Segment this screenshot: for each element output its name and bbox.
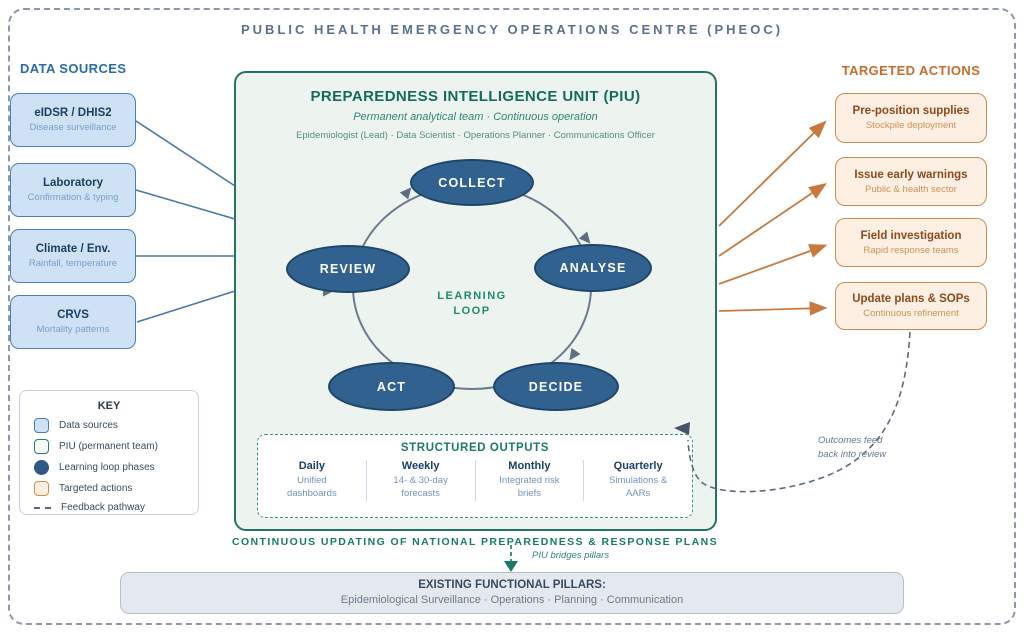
structured-outputs-columns: Daily Unified dashboards Weekly 14- & 30… [258,460,692,501]
phase-label: ACT [376,379,407,394]
output-column-weekly: Weekly 14- & 30-day forecasts [365,460,475,501]
output-period: Monthly [508,460,551,472]
data-source-title: CRVS [57,309,89,321]
phase-label: DECIDE [528,379,584,394]
action-preposition-supplies: Pre-position supplies Stockpile deployme… [835,93,987,143]
learning-loop-label-line1: LEARNING [437,290,507,302]
action-subtitle: Rapid response teams [863,244,959,256]
output-desc: Integrated risk briefs [499,475,560,499]
data-source-climate: Climate / Env. Rainfall, temperature [10,229,136,283]
action-subtitle: Continuous refinement [863,308,959,319]
phase-label: COLLECT [438,175,506,190]
piu-subtitle: Permanent analytical team · Continuous o… [353,111,598,123]
piu-title: PREPAREDNESS INTELLIGENCE UNIT (PIU) [310,88,641,105]
output-desc: Unified dashboards [287,475,337,499]
output-period: Daily [298,460,326,472]
action-early-warnings: Issue early warnings Public & health sec… [835,157,987,206]
action-update-plans: Update plans & SOPs Continuous refinemen… [835,282,987,330]
action-field-investigation: Field investigation Rapid response teams [835,218,987,267]
action-subtitle: Public & health sector [865,183,957,195]
structured-outputs-title: STRUCTURED OUTPUTS [400,442,550,454]
action-subtitle: Stockpile deployment [865,120,957,131]
pillars-items: Epidemiological Surveillance · Operation… [340,594,684,606]
legend: KEY Data sources PIU (permanent team) Le… [19,390,199,515]
page-title: PUBLIC HEALTH EMERGENCY OPERATIONS CENTR… [240,22,784,37]
data-source-eidsr: eIDSR / DHIS2 Disease surveillance [10,93,136,147]
legend-label: Targeted actions [59,483,133,494]
piu-roles: Epidemiologist (Lead) · Data Scientist ·… [296,130,655,141]
output-period: Quarterly [613,460,663,472]
output-column-daily: Daily Unified dashboards [258,460,366,501]
output-column-monthly: Monthly Integrated risk briefs [474,460,584,501]
structured-outputs-panel: STRUCTURED OUTPUTS Daily Unified dashboa… [257,434,693,518]
action-title: Field investigation [860,229,962,242]
legend-label: Feedback pathway [61,502,145,513]
output-period: Weekly [401,460,440,472]
loop-phase-analyse: ANALYSE [534,244,652,292]
data-sources-header: DATA SOURCES [20,61,127,76]
targeted-actions-swatch-icon [34,481,49,496]
legend-label: Data sources [59,420,118,431]
diagram-outer-border [8,8,1016,625]
action-title: Issue early warnings [854,168,968,181]
data-sources-swatch-icon [34,418,49,433]
data-source-subtitle: Confirmation & typing [27,192,119,203]
feedback-note: Outcomes feed back into review [818,434,928,462]
loop-phase-decide: DECIDE [493,362,619,411]
action-title: Pre-position supplies [852,105,970,117]
output-desc: Simulations & AARs [609,475,668,499]
existing-pillars-panel: EXISTING FUNCTIONAL PILLARS: Epidemiolog… [120,572,904,614]
legend-title: KEY [97,400,121,412]
loop-phase-collect: COLLECT [410,159,534,206]
output-column-quarterly: Quarterly Simulations & AARs [583,460,692,501]
piu-bridges-pillars-caption: PIU bridges pillars [532,550,610,561]
legend-label: Learning loop phases [59,462,155,473]
loop-phase-review: REVIEW [286,245,410,293]
data-source-subtitle: Disease surveillance [29,122,117,133]
output-desc: 14- & 30-day forecasts [393,475,448,499]
data-source-crvs: CRVS Mortality patterns [10,295,136,349]
data-source-subtitle: Rainfall, temperature [28,258,118,269]
legend-item-piu: PIU (permanent team) [34,439,198,454]
feedback-note-line1: Outcomes feed [818,435,883,446]
data-source-subtitle: Mortality patterns [36,324,110,335]
feedback-note-line2: back into review [818,448,887,460]
action-title: Update plans & SOPs [852,293,970,305]
targeted-actions-header: TARGETED ACTIONS [841,63,981,78]
data-source-title: Climate / Env. [35,243,111,255]
data-source-title: eIDSR / DHIS2 [34,107,112,119]
legend-item-data-sources: Data sources [34,418,198,433]
piu-swatch-icon [34,439,49,454]
data-source-title: Laboratory [42,177,104,189]
phase-label: ANALYSE [559,261,627,275]
data-source-laboratory: Laboratory Confirmation & typing [10,163,136,217]
continuous-updating-caption: CONTINUOUS UPDATING OF NATIONAL PREPARED… [232,536,718,548]
learning-loop-label-line2: LOOP [453,305,491,317]
phase-label: REVIEW [319,262,377,276]
legend-item-targeted-actions: Targeted actions [34,481,198,496]
dashed-line-swatch-icon [34,506,51,509]
legend-item-loop-phases: Learning loop phases [34,460,198,475]
learning-loop-label: LEARNING LOOP [412,289,532,319]
loop-phase-act: ACT [328,362,455,411]
legend-item-feedback: Feedback pathway [34,502,198,513]
legend-label: PIU (permanent team) [59,441,158,452]
loop-phase-swatch-icon [34,460,49,475]
pillars-title: EXISTING FUNCTIONAL PILLARS: [418,579,606,591]
